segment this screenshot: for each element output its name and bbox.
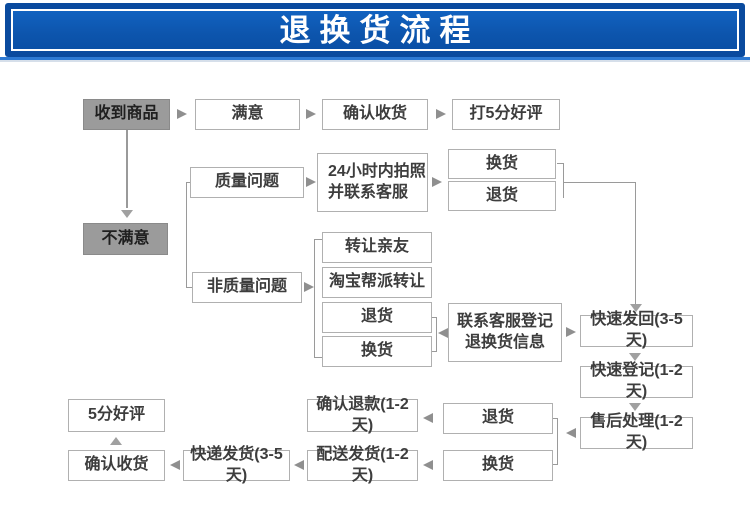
header-banner: 退换货流程 <box>5 3 745 57</box>
node-transfer-friend: 转让亲友 <box>322 232 432 263</box>
node-non-quality-issue: 非质量问题 <box>192 272 302 303</box>
arrow-left-icon <box>423 413 433 423</box>
arrow-right-icon <box>566 327 576 337</box>
node-exchange-after-sale: 换货 <box>443 450 553 481</box>
connector-horizontal <box>563 182 636 183</box>
node-confirm-refund: 确认退款(1-2天) <box>307 396 418 434</box>
connector-bracket-vertical <box>563 163 564 198</box>
arrow-right-icon <box>306 109 316 119</box>
connector-bracket-stub <box>553 418 558 419</box>
arrow-right-icon <box>177 109 187 119</box>
node-exchange-quality: 换货 <box>448 149 556 179</box>
node-fast-send-back: 快速发回(3-5天) <box>580 311 693 349</box>
node-contact-customer-service: 联系客服登记 退换货信息 <box>448 303 562 362</box>
arrow-down-icon <box>121 210 133 218</box>
node-rate-5-star: 打5分好评 <box>452 99 560 130</box>
connector-bracket-stub <box>314 357 322 358</box>
arrow-right-icon <box>304 282 314 292</box>
page-title: 退换货流程 <box>279 12 480 48</box>
arrow-left-icon <box>438 328 448 338</box>
arrow-left-icon <box>423 460 433 470</box>
arrow-down-icon <box>629 353 641 361</box>
banner-accent-line <box>0 57 750 60</box>
node-after-sale-process: 售后处理(1-2天) <box>580 413 693 451</box>
connector-bracket-stub <box>186 182 190 183</box>
connector-bracket-stub <box>186 287 192 288</box>
node-exchange-non-quality: 换货 <box>322 336 432 367</box>
node-quality-issue: 质量问题 <box>190 167 304 198</box>
arrow-right-icon <box>306 177 316 187</box>
node-return-non-quality: 退货 <box>322 302 432 333</box>
node-photo-24h: 24小时内拍照 并联系客服 <box>317 153 428 212</box>
connector-bracket-vertical <box>436 317 437 352</box>
connector-bracket-vertical <box>557 418 558 465</box>
banner-accent-line-light <box>0 60 750 62</box>
connector-bracket-stub <box>553 464 558 465</box>
node-taobao-transfer: 淘宝帮派转让 <box>322 267 432 298</box>
arrow-down-icon <box>630 304 642 312</box>
connector-bracket-stub <box>314 239 322 240</box>
node-received: 收到商品 <box>83 99 170 130</box>
node-return-after-sale: 退货 <box>443 403 553 434</box>
arrow-right-icon <box>432 177 442 187</box>
connector-received-unsatisfied <box>126 130 128 208</box>
node-confirm-receive-bottom: 确认收货 <box>68 450 165 481</box>
connector-bracket-vertical <box>186 182 187 288</box>
arrow-up-icon <box>110 437 122 445</box>
connector-bracket-stub <box>432 351 437 352</box>
node-fast-register: 快速登记(1-2天) <box>580 362 693 400</box>
node-express-delivery: 快递发货(3-5天) <box>183 446 290 484</box>
arrow-left-icon <box>170 460 180 470</box>
arrow-left-icon <box>566 428 576 438</box>
node-five-star: 5分好评 <box>68 399 165 432</box>
header-banner-inner: 退换货流程 <box>11 9 739 51</box>
node-unsatisfied: 不满意 <box>83 223 168 255</box>
connector-bracket-stub <box>432 317 437 318</box>
node-satisfied: 满意 <box>195 99 300 130</box>
arrow-right-icon <box>436 109 446 119</box>
connector-bracket-vertical <box>314 239 315 358</box>
arrow-left-icon <box>294 460 304 470</box>
arrow-down-icon <box>629 403 641 411</box>
node-return-quality: 退货 <box>448 181 556 211</box>
node-dispatch-delivery: 配送发货(1-2天) <box>307 446 418 484</box>
node-confirm-receive-top: 确认收货 <box>322 99 428 130</box>
connector-bracket-stub <box>557 163 564 164</box>
connector-vertical-long <box>635 182 636 304</box>
